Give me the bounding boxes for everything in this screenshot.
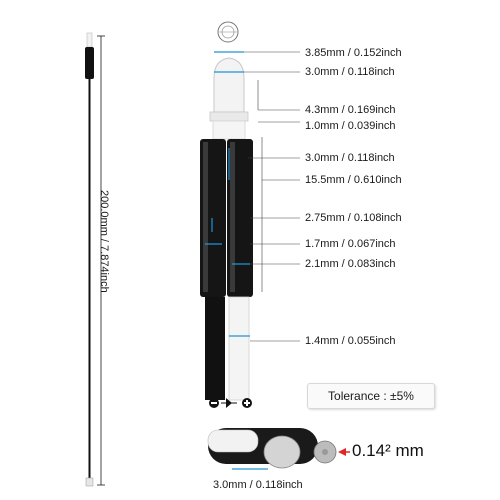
wire-outer-diameter: 3.0mm / 0.118inch	[213, 479, 303, 491]
length-dimension-line	[97, 35, 105, 486]
lead-wires	[205, 296, 250, 401]
dim-led-body-width: 3.0mm / 0.118inch	[305, 66, 395, 78]
full-length-wire	[85, 32, 94, 487]
leader-lines	[244, 51, 300, 342]
dim-tube-length: 15.5mm / 0.610inch	[305, 174, 402, 186]
dim-led-height: 4.3mm / 0.169inch	[305, 104, 396, 116]
dim-tube-width-mid: 2.75mm / 0.108inch	[305, 212, 402, 224]
total-length-label: 200.0mm / 7.874inch	[98, 190, 110, 293]
led-body	[209, 57, 249, 140]
dim-led-diameter: 3.85mm / 0.152inch	[305, 47, 402, 59]
wire-cross-section-area: 0.14² mm	[352, 441, 424, 460]
tolerance-box: Tolerance : ±5%	[307, 383, 435, 409]
dim-rim-height: 1.0mm / 0.039inch	[305, 120, 396, 132]
dim-tube-width-low: 2.1mm / 0.083inch	[305, 258, 396, 270]
wire-cross-section	[207, 428, 350, 470]
polarity-symbols	[209, 398, 252, 408]
dim-wire-diameter: 1.4mm / 0.055inch	[305, 335, 396, 347]
blue-measure-marks	[205, 51, 250, 337]
heat-shrink-tubes	[200, 139, 253, 297]
dim-tube-width: 3.0mm / 0.118inch	[305, 152, 395, 164]
led-top-view	[217, 21, 239, 43]
dim-wire-gap: 1.7mm / 0.067inch	[305, 238, 396, 250]
